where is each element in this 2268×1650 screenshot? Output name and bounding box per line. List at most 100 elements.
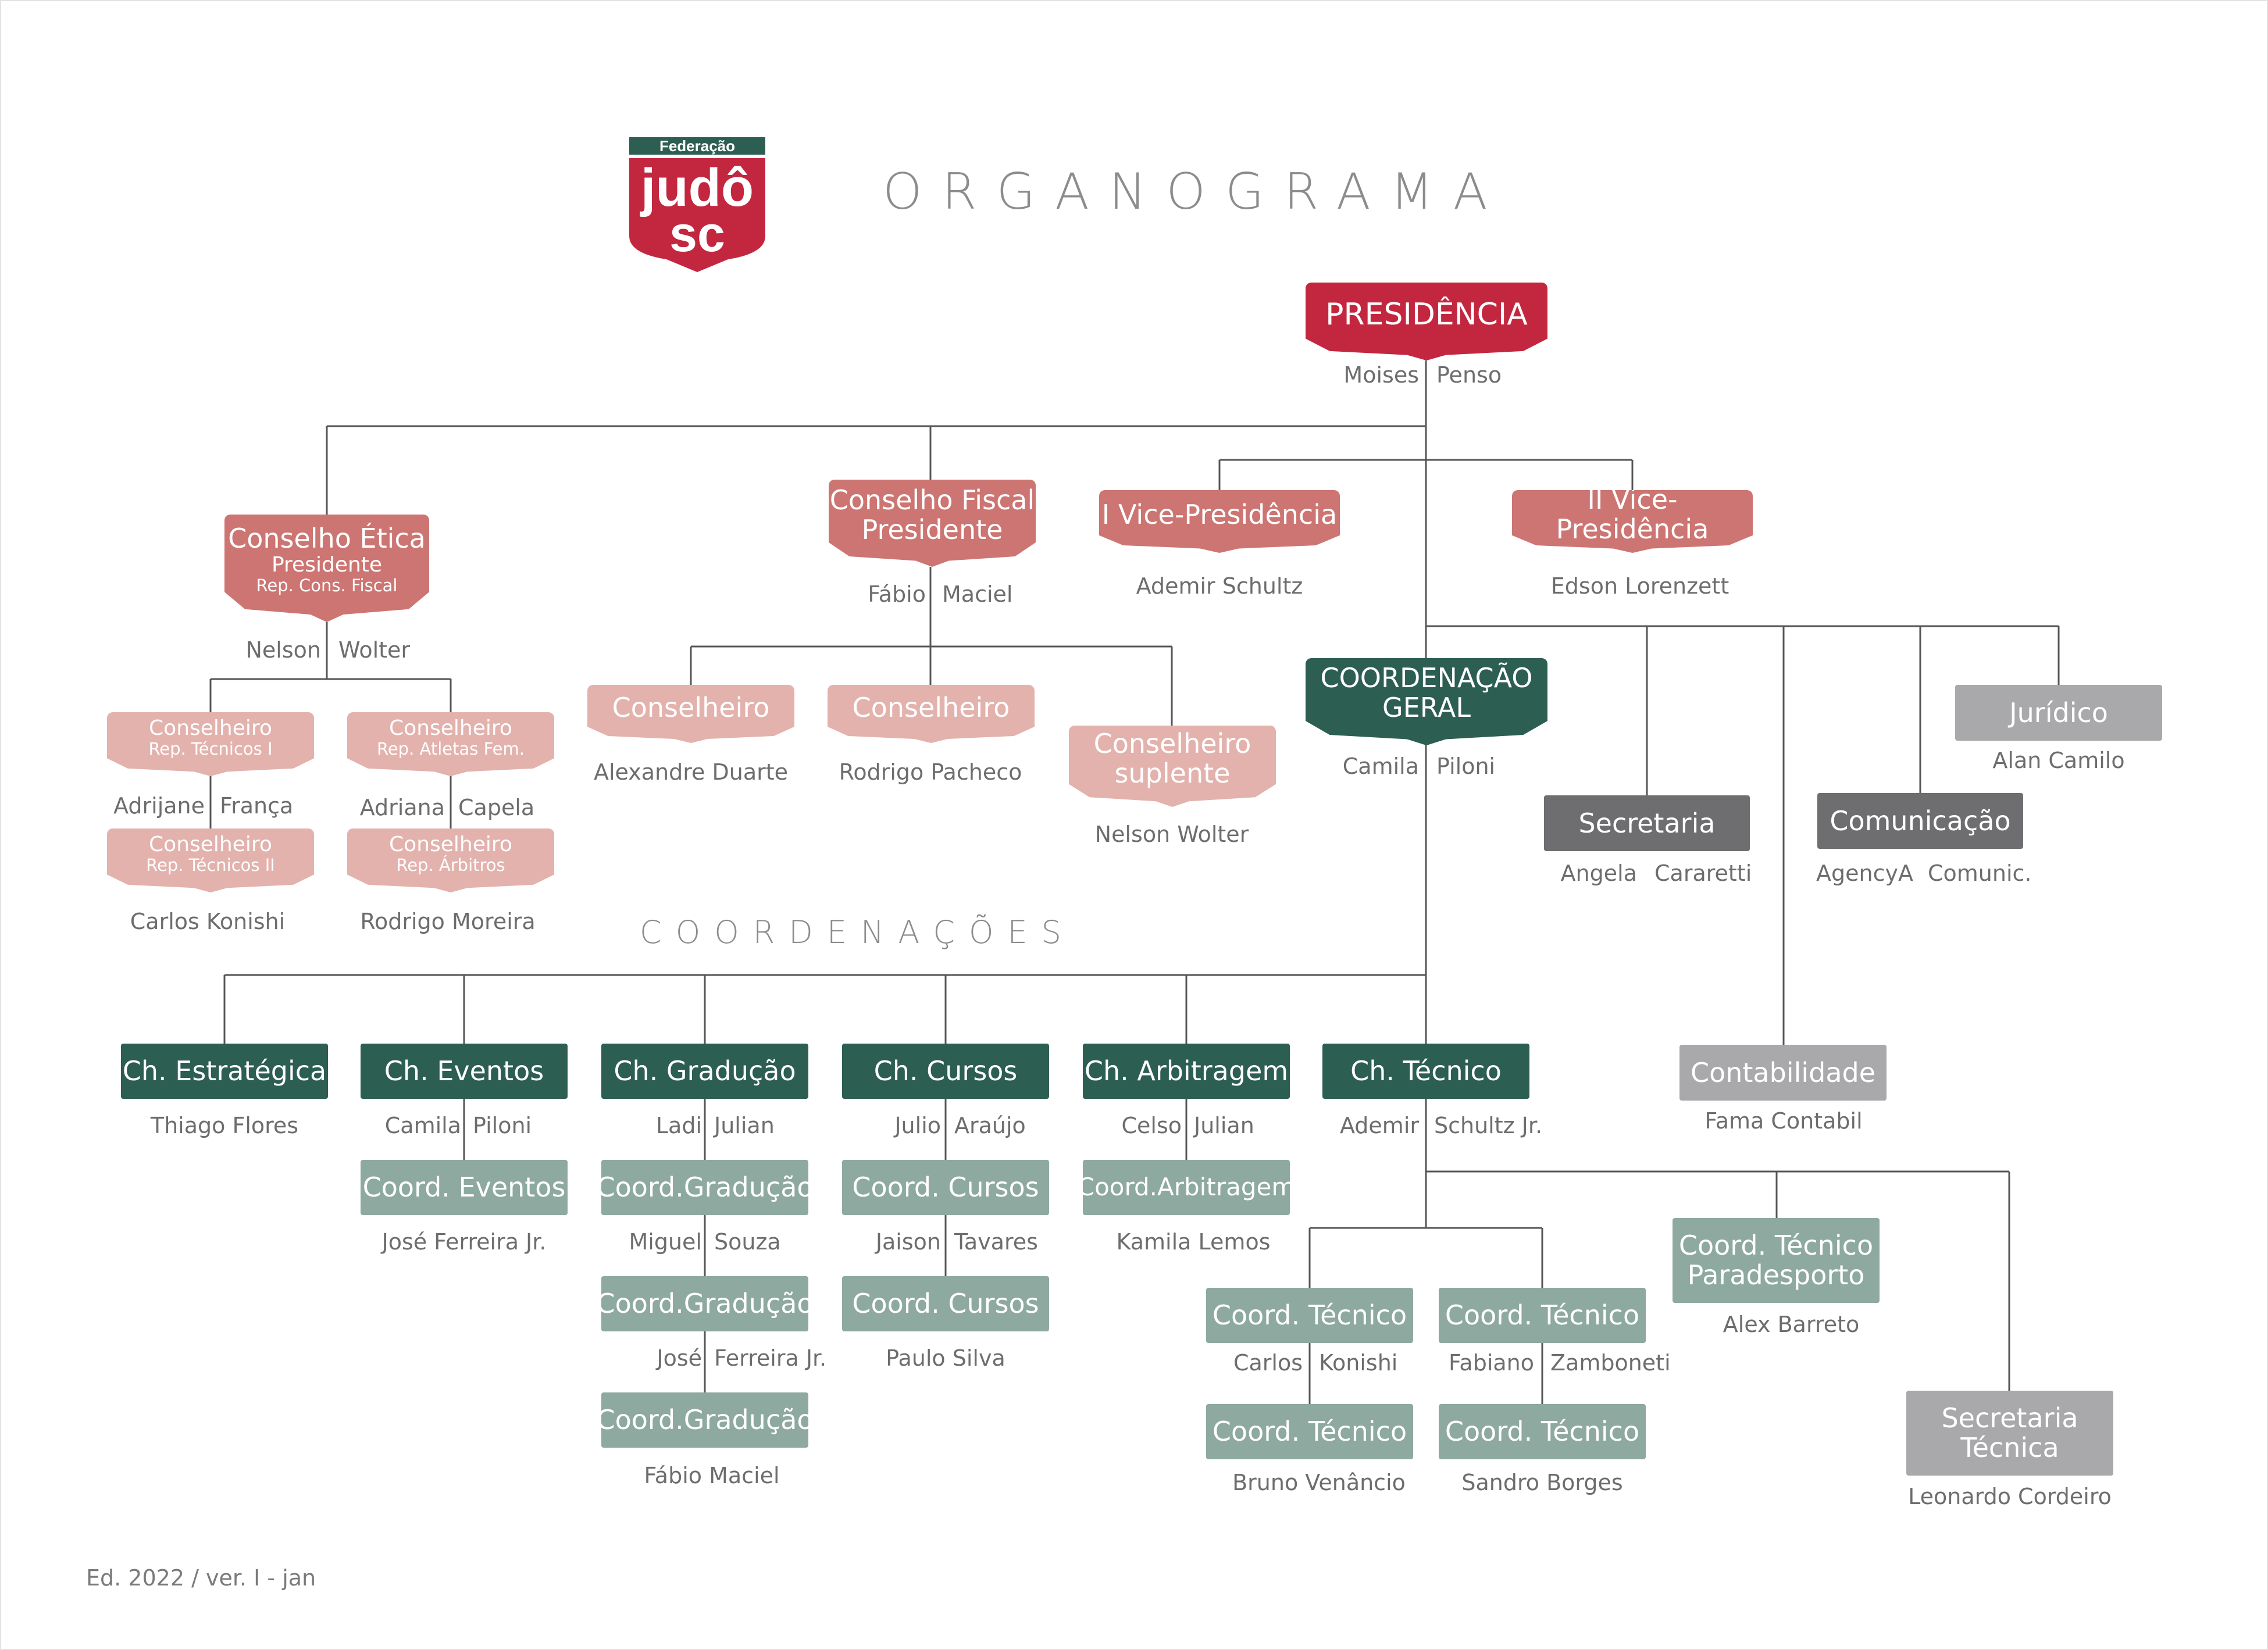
coord-graducao2-box: Coord.Gradução — [596, 1276, 814, 1331]
vice2-name: Edson Lorenzett — [1550, 573, 1729, 599]
ch-tecnico-name-first: Ademir — [1339, 1113, 1419, 1138]
cf-conselheiro1-label: Conselheiro — [612, 691, 770, 723]
contabilidade-name: Fama Contabil — [1704, 1108, 1863, 1134]
connector-tecnico-split — [1308, 1227, 1543, 1288]
juridico-label: Jurídico — [2009, 697, 2108, 728]
ch-arbitragem-box: Ch. Arbitragem — [1083, 1044, 1290, 1099]
svg-text:judô: judô — [640, 158, 754, 217]
secretaria-label: Secretaria — [1578, 807, 1716, 839]
coord-tecnico2-name: Bruno Venâncio — [1232, 1470, 1406, 1495]
contabilidade-box: Contabilidade — [1679, 1045, 1887, 1101]
conselheiro-atletas-name-first: Adriana — [359, 795, 445, 820]
conselheiro-arbitros-box: Conselheiro Rep. Árbitros — [347, 828, 554, 892]
coord-graducao1-name-last: Souza — [714, 1229, 781, 1255]
ch-arbitragem-name-last: Julian — [1194, 1113, 1254, 1138]
coord-graducao1-name-first: Miguel — [629, 1229, 702, 1255]
ch-graducao-name-last: Julian — [714, 1113, 775, 1138]
cf-conselheiro2-label: Conselheiro — [852, 691, 1010, 723]
conselheiro-tec2-label: Conselheiro — [149, 833, 272, 857]
secretaria-tecnica-box: Secretaria Técnica — [1906, 1391, 2113, 1476]
cf-suplente-sub: suplente — [1114, 758, 1231, 789]
secretaria-name-last: Cararetti — [1654, 860, 1752, 886]
conselheiro-tec2-sub: Rep. Técnicos II — [146, 855, 275, 875]
conselho-etica-label: Conselho Ética — [228, 523, 426, 555]
ch-eventos-name-last: Piloni — [473, 1113, 532, 1138]
coord-graducao2-label: Coord.Gradução — [596, 1288, 814, 1320]
ch-cursos-box: Ch. Cursos — [842, 1044, 1049, 1099]
cf-conselheiro1-box: Conselheiro — [587, 685, 794, 743]
presidencia-name-first: Moises — [1343, 362, 1419, 388]
coord-graducao3-box: Coord.Gradução — [596, 1392, 814, 1448]
edition-note: Ed. 2022 / ver. I - jan — [86, 1565, 316, 1591]
ch-estrategica-name: Thiago Flores — [150, 1113, 299, 1138]
secretaria-box: Secretaria — [1544, 795, 1750, 851]
coord-graducao1-label: Coord.Gradução — [596, 1172, 814, 1203]
coord-geral-box: COORDENAÇÃO GERAL — [1306, 658, 1547, 745]
coord-tecnico1-name-last: Konishi — [1319, 1350, 1398, 1376]
ch-arbitragem-name-first: Celso — [1121, 1113, 1182, 1138]
cf-conselheiro1-name: Alexandre Duarte — [593, 759, 789, 785]
presidencia-label: PRESIDÊNCIA — [1325, 297, 1528, 333]
ch-graducao-name-first: Ladi — [655, 1113, 702, 1138]
coord-cursos1-name-last: Tavares — [954, 1229, 1038, 1255]
coord-paradesporto-label: Coord. Técnico — [1678, 1230, 1874, 1262]
coord-tecnico1-label: Coord. Técnico — [1212, 1299, 1407, 1331]
conselheiro-atletas-label: Conselheiro — [389, 716, 512, 741]
conselheiro-tec1-name-first: Adrijane — [113, 793, 205, 819]
conselheiro-tec1-box: Conselheiro Rep. Técnicos I — [107, 712, 314, 776]
vice1-label: I Vice-Presidência — [1101, 498, 1338, 530]
conselheiro-tec1-sub: Rep. Técnicos I — [148, 738, 273, 759]
conselheiro-tec1-label: Conselheiro — [149, 716, 272, 741]
ch-estrategica-box: Ch. Estratégica — [121, 1044, 328, 1099]
coord-cursos2-label: Coord. Cursos — [852, 1288, 1039, 1320]
juridico-name: Alan Camilo — [1992, 748, 2125, 773]
coord-tecnico4-box: Coord. Técnico — [1439, 1404, 1646, 1459]
conselheiro-arbitros-sub: Rep. Árbitros — [396, 855, 505, 875]
comunicacao-box: Comunicação — [1817, 793, 2023, 849]
connector-vice-bar — [1218, 459, 1634, 490]
conselheiro-atletas-sub: Rep. Atletas Fem. — [376, 738, 525, 759]
connector-fiscal-bar — [690, 645, 1173, 726]
coord-graducao3-label: Coord.Gradução — [596, 1404, 814, 1436]
ch-graducao-box: Ch. Gradução — [601, 1044, 808, 1099]
svg-text:sc: sc — [669, 206, 725, 262]
secretaria-tecnica-label: Secretaria — [1941, 1402, 2078, 1434]
coord-cursos2-box: Coord. Cursos — [842, 1276, 1049, 1331]
presidencia-name-last: Penso — [1436, 362, 1502, 388]
coord-tecnico1-box: Coord. Técnico — [1206, 1288, 1413, 1343]
coord-tecnico3-box: Coord. Técnico — [1439, 1288, 1646, 1343]
ch-eventos-name-first: Camila — [384, 1113, 461, 1138]
conselho-etica-name-first: Nelson — [245, 637, 322, 663]
conselho-fiscal-name-last: Maciel — [942, 581, 1013, 607]
secretaria-tecnica-sub: Técnica — [1960, 1432, 2059, 1463]
conselho-etica-box: Conselho Ética Presidente Rep. Cons. Fis… — [224, 515, 429, 622]
comunicacao-label: Comunicação — [1830, 805, 2011, 837]
ch-eventos-label: Ch. Eventos — [384, 1055, 544, 1087]
vice2-box: II Vice-Presidência — [1512, 490, 1753, 553]
coord-tecnico3-name-last: Zamboneti — [1550, 1350, 1671, 1376]
conselheiro-atletas-box: Conselheiro Rep. Atletas Fem. — [347, 712, 554, 776]
coord-cursos1-box: Coord. Cursos — [842, 1160, 1049, 1215]
ch-cursos-name-last: Araújo — [954, 1113, 1026, 1138]
coord-tecnico4-label: Coord. Técnico — [1445, 1416, 1640, 1448]
federacao-judo-sc-logo: Federação judô sc — [629, 137, 765, 272]
ch-eventos-box: Ch. Eventos — [361, 1044, 568, 1099]
ch-tecnico-box: Ch. Técnico — [1322, 1044, 1529, 1099]
coord-tecnico2-box: Coord. Técnico — [1206, 1404, 1413, 1459]
conselheiro-tec1-name-last: França — [220, 793, 294, 819]
conselho-etica-sub2: Rep. Cons. Fiscal — [256, 575, 398, 595]
cf-conselheiro2-box: Conselheiro — [828, 685, 1035, 743]
conselheiro-arbitros-name: Rodrigo Moreira — [360, 909, 536, 934]
connector-coord-drops — [223, 975, 1427, 1044]
coord-tecnico1-name-first: Carlos — [1233, 1350, 1303, 1376]
coord-graducao1-box: Coord.Gradução — [596, 1160, 814, 1215]
coord-tecnico3-label: Coord. Técnico — [1445, 1299, 1640, 1331]
coord-eventos-box: Coord. Eventos — [361, 1160, 568, 1215]
conselho-fiscal-box: Conselho Fiscal Presidente — [829, 480, 1036, 567]
ch-tecnico-name-last: Schultz Jr. — [1434, 1113, 1543, 1138]
ch-tecnico-label: Ch. Técnico — [1350, 1055, 1502, 1087]
cf-suplente-label: Conselheiro — [1093, 728, 1251, 760]
presidencia-box: PRESIDÊNCIA — [1306, 283, 1547, 360]
ch-arbitragem-label: Ch. Arbitragem — [1084, 1055, 1289, 1087]
coord-cursos1-name-first: Jaison — [875, 1229, 941, 1255]
